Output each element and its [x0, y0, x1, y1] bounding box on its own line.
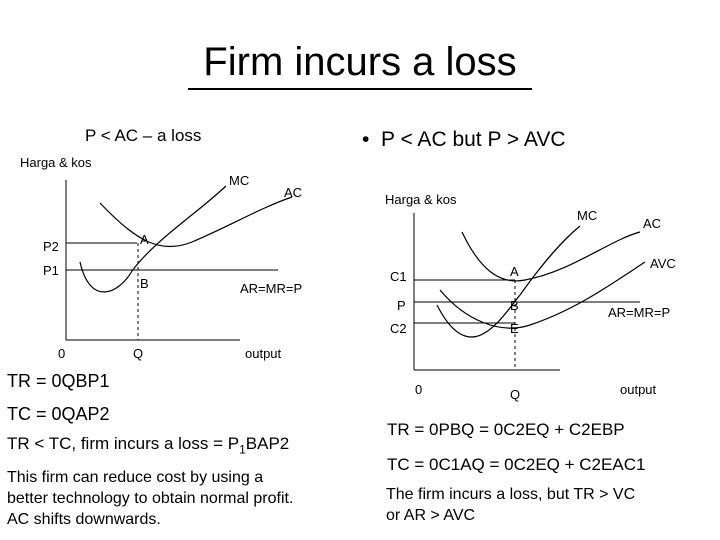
right-avc-label: AVC — [650, 256, 676, 271]
left-x-axis-label: output — [245, 346, 282, 361]
left-y-axis-label: Harga & kos — [20, 155, 92, 170]
left-loss-prefix: TR < TC, firm incurs a loss = P — [7, 434, 240, 453]
left-p1-label: P1 — [43, 263, 59, 278]
left-point-a-label: A — [140, 232, 149, 247]
right-ac-curve — [461, 231, 641, 282]
slide-title: Firm incurs a loss — [203, 40, 517, 84]
left-loss-subscript: 1 — [239, 442, 246, 457]
right-ar-label: AR=MR=P — [608, 305, 670, 320]
right-point-b-label: B — [510, 298, 519, 313]
right-tc-equation: TC = 0C1AQ = 0C2EQ + C2EAC1 — [387, 455, 646, 474]
left-q-label: Q — [133, 346, 143, 361]
right-point-a-label: A — [510, 264, 519, 279]
right-origin-label: 0 — [415, 382, 422, 397]
left-point-b-label: B — [140, 276, 149, 291]
left-ar-label: AR=MR=P — [240, 281, 302, 296]
right-p-label: P — [397, 298, 406, 313]
right-y-axis-label: Harga & kos — [385, 192, 457, 207]
left-tc-equation: TC = 0QAP2 — [7, 404, 110, 424]
right-c1-label: C1 — [390, 269, 407, 284]
left-loss-equation: TR < TC, firm incurs a loss = P1BAP2 — [7, 433, 289, 460]
right-mc-curve — [436, 225, 581, 338]
left-ac-curve — [99, 196, 293, 248]
left-p2-label: P2 — [43, 239, 59, 254]
right-conclusion: The firm incurs a loss, but TR > VC or A… — [386, 484, 635, 526]
right-x-axis-label: output — [620, 382, 657, 397]
left-note-line-1: This firm can reduce cost by using a — [7, 469, 264, 486]
right-conclusion-line-2: or AR > AVC — [386, 507, 476, 524]
right-conclusion-line-1: The firm incurs a loss, but TR > VC — [386, 486, 636, 503]
left-note-line-2: better technology to obtain normal profi… — [7, 490, 294, 507]
right-ac-label: AC — [643, 216, 661, 231]
right-tr-equation: TR = 0PBQ = 0C2EQ + C2EBP — [387, 420, 625, 439]
left-mc-label: MC — [229, 173, 249, 188]
left-mc-curve — [79, 185, 227, 293]
right-c2-label: C2 — [390, 321, 407, 336]
left-loss-suffix: BAP2 — [245, 434, 290, 453]
right-avc-curve — [439, 261, 646, 329]
left-note-line-3: AC shifts downwards. — [7, 511, 161, 528]
right-q-label: Q — [510, 387, 520, 402]
right-point-e-label: E — [510, 321, 519, 336]
left-tr-equation: TR = 0QBP1 — [7, 371, 110, 391]
right-heading-text: P < AC but P > AVC — [381, 128, 566, 151]
right-heading: • P < AC but P > AVC — [362, 128, 566, 151]
right-mc-label: MC — [577, 208, 597, 223]
left-ac-label: AC — [284, 185, 302, 200]
left-origin-label: 0 — [58, 346, 65, 361]
left-heading: P < AC – a loss — [85, 126, 202, 145]
left-note: This firm can reduce cost by using a bet… — [7, 467, 293, 530]
title-underline — [188, 88, 532, 90]
